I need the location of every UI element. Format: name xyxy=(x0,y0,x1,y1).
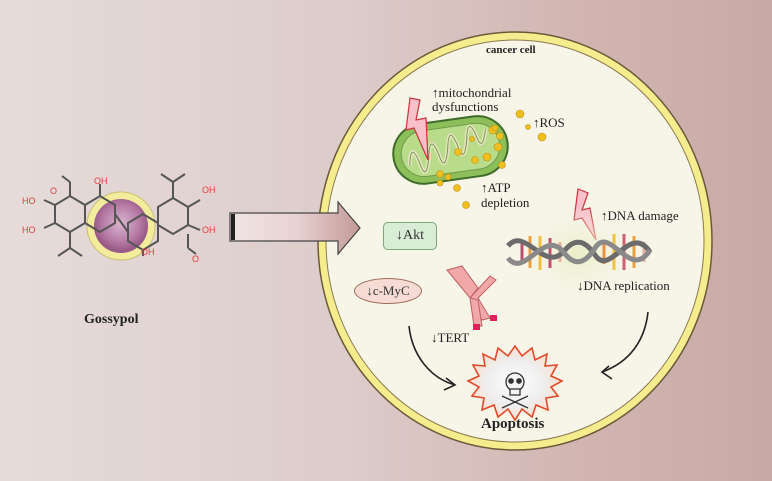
atp-label-2: depletion xyxy=(481,195,530,210)
ros-particles xyxy=(436,109,547,209)
oh-label: HO xyxy=(22,196,36,206)
cell-label: cancer cell xyxy=(486,44,536,56)
oh-label: OH xyxy=(202,225,216,235)
skull-crossbones-icon xyxy=(501,372,529,409)
lightning-icon xyxy=(405,97,429,161)
myc-ellipse: ↓c-MyC xyxy=(354,278,422,304)
atp-label: ↑ATP xyxy=(481,180,511,195)
right-arrowhead xyxy=(600,365,613,380)
dna-damage-label: ↑DNA damage xyxy=(601,208,679,223)
oh-label: OH xyxy=(202,185,216,195)
left-curved-arrow xyxy=(408,325,456,386)
tert-label: ↓TERT xyxy=(431,330,470,345)
ros-label: ↑ROS xyxy=(533,115,565,130)
dna-helix-icon xyxy=(506,206,653,302)
gossypol-group-labels: HO HO O OH OH OH OH O xyxy=(22,176,216,264)
curved-arrows xyxy=(408,311,649,391)
left-arrowhead xyxy=(443,377,457,391)
oh-label: OH xyxy=(94,176,108,186)
right-curved-arrow xyxy=(601,311,649,373)
arrow-icon xyxy=(229,200,361,256)
mito-dysfunction-label-2: dysfunctions xyxy=(432,99,499,114)
oh-label: HO xyxy=(22,225,36,235)
dna-replication-label: ↓DNA replication xyxy=(577,278,670,293)
gossypol-structure xyxy=(43,173,201,261)
compound-name: Gossypol xyxy=(84,312,139,327)
apoptosis-label: Apoptosis xyxy=(481,416,545,432)
chromosome-icon xyxy=(446,265,497,330)
o-label: O xyxy=(50,186,57,196)
akt-box: ↓Akt xyxy=(383,222,437,250)
mito-dysfunction-label: ↑mitochondrial xyxy=(432,85,512,100)
o-label: O xyxy=(192,254,199,264)
oh-label: OH xyxy=(141,247,155,257)
